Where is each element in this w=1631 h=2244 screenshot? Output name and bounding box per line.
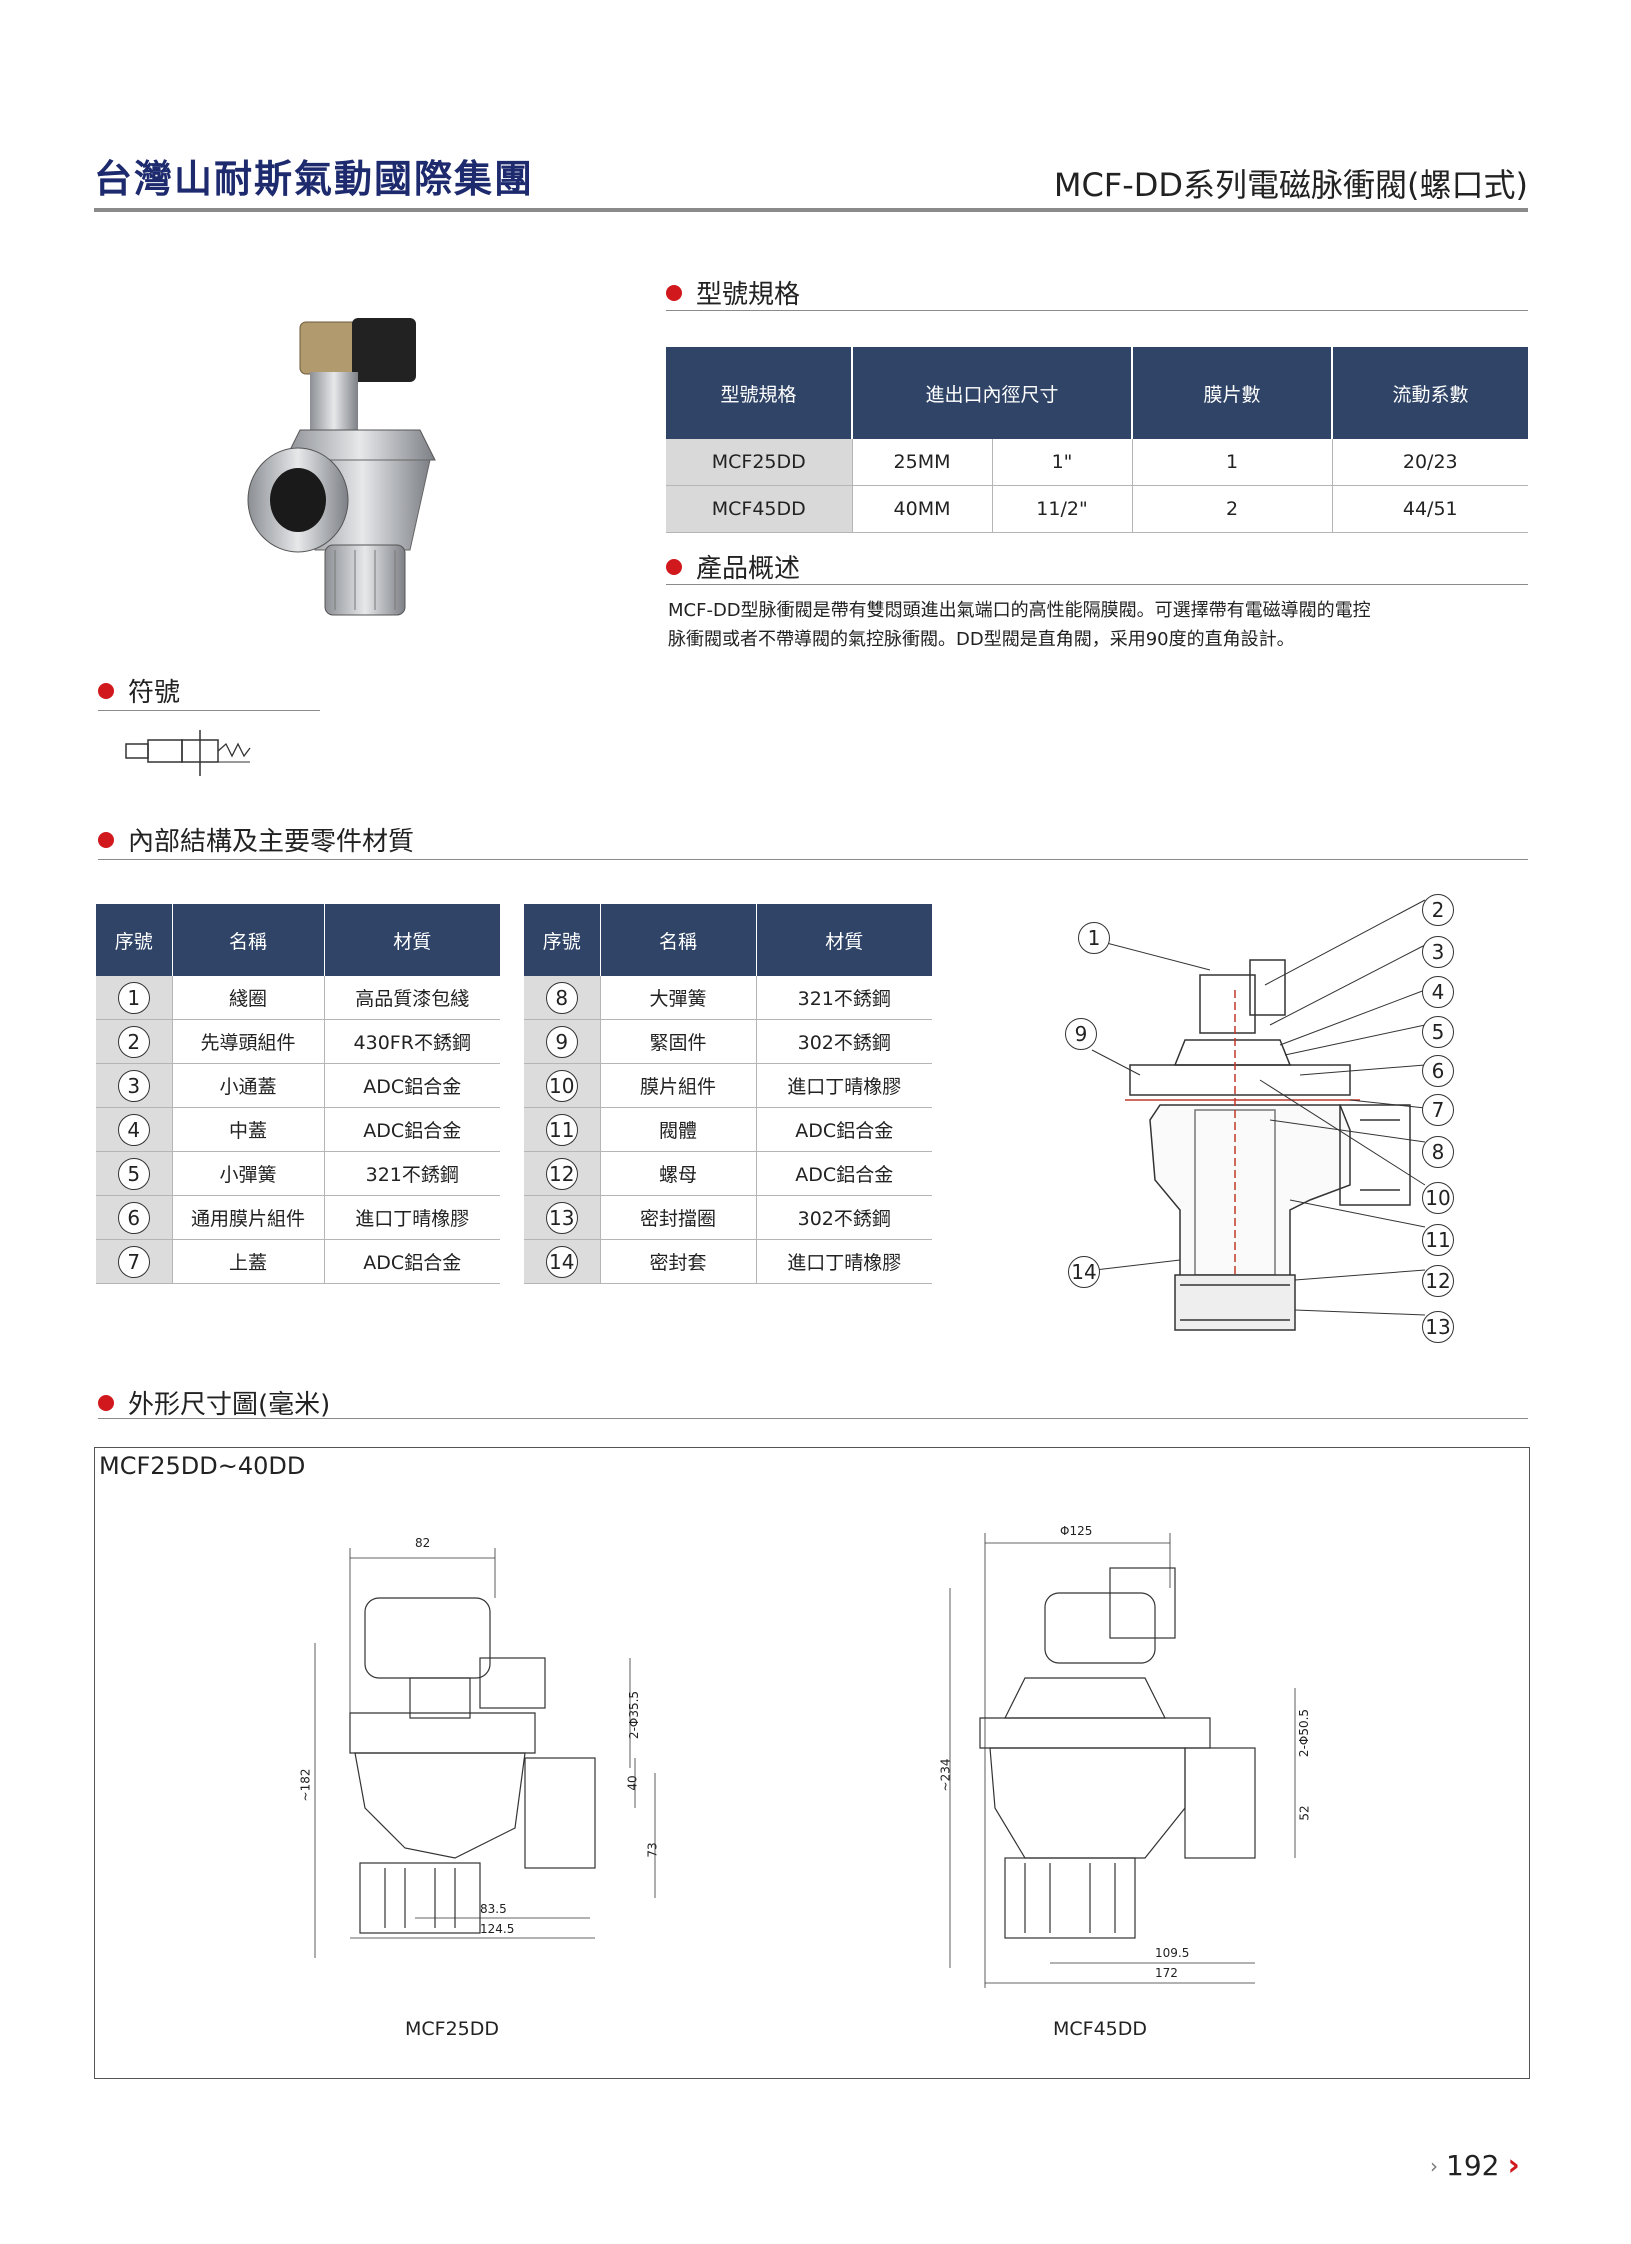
section-spec-title: 型號規格 — [666, 274, 800, 311]
spec-table: 型號規格 進出口內徑尺寸 膜片數 流動系數 MCF25DD 25MM 1" 1 … — [666, 347, 1528, 533]
dim-label: 82 — [415, 1536, 431, 1550]
dim-label: 172 — [1155, 1966, 1178, 1980]
page-number: › 192 › — [1430, 2148, 1520, 2183]
section-divider — [98, 710, 320, 711]
dim-label: 2-Φ35.5 — [627, 1690, 642, 1740]
callout-11: 11 — [1422, 1224, 1454, 1256]
callout-10: 10 — [1422, 1182, 1454, 1214]
callout-2: 2 — [1422, 894, 1454, 926]
callout-1: 1 — [1078, 922, 1110, 954]
section-divider — [98, 1418, 1528, 1419]
dim-label: ~182 — [298, 1768, 313, 1802]
dimension-range-label: MCF25DD~40DD — [99, 1452, 306, 1480]
dim-label: 109.5 — [1155, 1946, 1190, 1960]
spec-header-size: 進出口內徑尺寸 — [852, 347, 1133, 439]
spec-header-flow: 流動系數 — [1332, 347, 1528, 439]
callout-12: 12 — [1422, 1265, 1454, 1297]
product-photo — [247, 318, 436, 616]
callout-14: 14 — [1068, 1256, 1100, 1288]
dim-label: 52 — [1297, 1805, 1312, 1821]
chevron-right-icon: › — [1430, 2153, 1438, 2178]
callout-5: 5 — [1422, 1016, 1454, 1048]
spec-header-diaphragm: 膜片數 — [1132, 347, 1333, 439]
bullet-icon — [666, 558, 682, 575]
series-title: MCF-DD系列電磁脉衝閥(螺口式) — [1053, 166, 1528, 204]
mcf45dd-drawing — [949, 1533, 1296, 1988]
dim-label: ~234 — [938, 1758, 953, 1792]
bullet-icon — [666, 284, 682, 301]
callout-9: 9 — [1065, 1018, 1097, 1050]
chevron-right-icon: › — [1507, 2148, 1520, 2183]
mcf45dd-caption: MCF45DD — [1053, 2018, 1148, 2040]
section-dimensions-title: 外形尺寸圖(毫米) — [98, 1384, 330, 1421]
dim-label: 40 — [625, 1775, 640, 1791]
spec-header-model: 型號規格 — [666, 347, 853, 439]
section-overview-title: 產品概述 — [666, 548, 800, 585]
bullet-icon — [98, 682, 114, 699]
table-row: MCF25DD 25MM 1" 1 20/23 — [666, 439, 1528, 486]
section-divider — [98, 859, 1528, 860]
dim-label: 73 — [645, 1842, 660, 1858]
dim-label: 2-Φ50.5 — [1297, 1708, 1312, 1758]
cross-section-diagram — [1091, 899, 1426, 1331]
callout-6: 6 — [1422, 1055, 1454, 1087]
section-divider — [666, 310, 1528, 311]
section-symbol-title: 符號 — [98, 672, 180, 709]
callout-labels: 1 2 3 4 5 6 7 8 9 10 11 12 13 14 — [1050, 880, 1470, 1350]
overview-text: MCF-DD型脉衝閥是帶有雙悶頭進出氣端口的高性能隔膜閥。可選擇帶有電磁導閥的電… — [668, 600, 1371, 650]
dim-label: 83.5 — [480, 1902, 507, 1916]
mcf25dd-dimension-labels: 82 ~182 2-Φ35.5 40 73 83.5 124.5 — [295, 1508, 775, 1978]
callout-8: 8 — [1422, 1136, 1454, 1168]
callout-3: 3 — [1422, 936, 1454, 968]
dim-label: 124.5 — [480, 1922, 515, 1936]
section-structure-title: 內部結構及主要零件材質 — [98, 821, 414, 858]
header-divider — [94, 208, 1528, 212]
bullet-icon — [98, 1394, 114, 1411]
mcf45dd-dimension-labels: Φ125 ~234 2-Φ50.5 52 109.5 172 — [938, 1488, 1425, 2008]
dim-label: Φ125 — [1060, 1524, 1093, 1538]
bullet-icon — [98, 831, 114, 848]
callout-4: 4 — [1422, 976, 1454, 1008]
valve-symbol-icon — [125, 730, 251, 776]
dimension-drawing-box: MCF25DD~40DD 82 ~182 2-Φ35.5 40 73 — [94, 1447, 1530, 2079]
callout-13: 13 — [1422, 1311, 1454, 1343]
callout-7: 7 — [1422, 1094, 1454, 1126]
section-divider — [666, 584, 1528, 585]
brand-title: 台灣山耐斯氣動國際集團 — [94, 157, 535, 201]
table-row: MCF45DD 40MM 11/2" 2 44/51 — [666, 485, 1528, 533]
mcf25dd-caption: MCF25DD — [405, 2018, 500, 2040]
mcf25dd-drawing — [314, 1548, 656, 1958]
